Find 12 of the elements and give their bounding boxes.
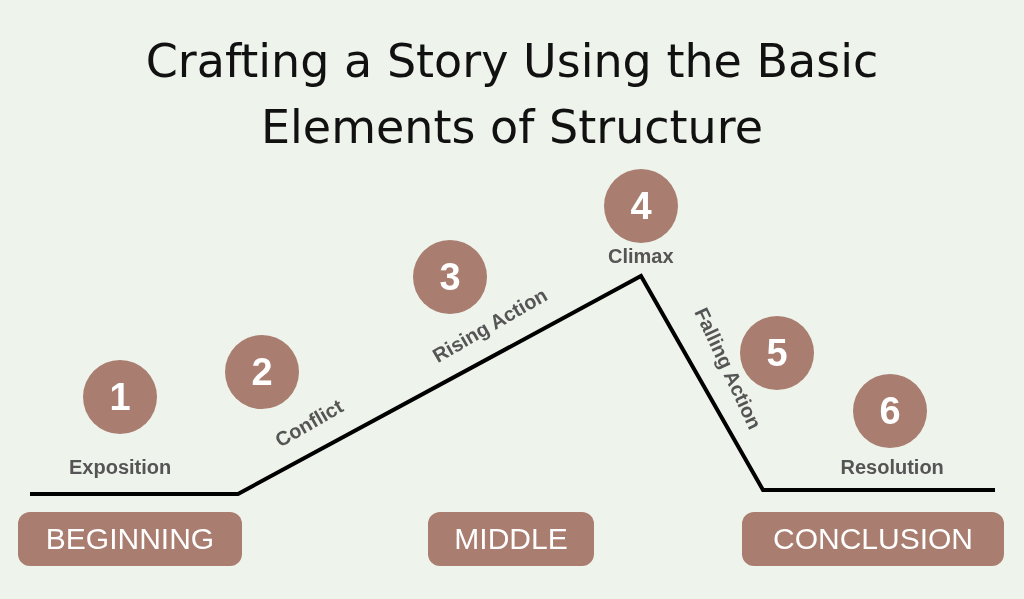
step-number-circle: 3 [413, 240, 487, 314]
step-number-circle: 4 [604, 169, 678, 243]
section-label: CONCLUSION [742, 512, 1004, 566]
step-number-circle: 1 [83, 360, 157, 434]
step-number-circle: 2 [225, 335, 299, 409]
section-label: BEGINNING [18, 512, 242, 566]
stage-label: Resolution [840, 455, 944, 479]
title: Crafting a Story Using the Basic Elements of Structure [144, 33, 880, 156]
stage-label: Exposition [69, 455, 172, 479]
step-number-circle: 6 [853, 374, 927, 448]
section-label: MIDDLE [428, 512, 594, 566]
stage-label: Climax [608, 244, 674, 268]
